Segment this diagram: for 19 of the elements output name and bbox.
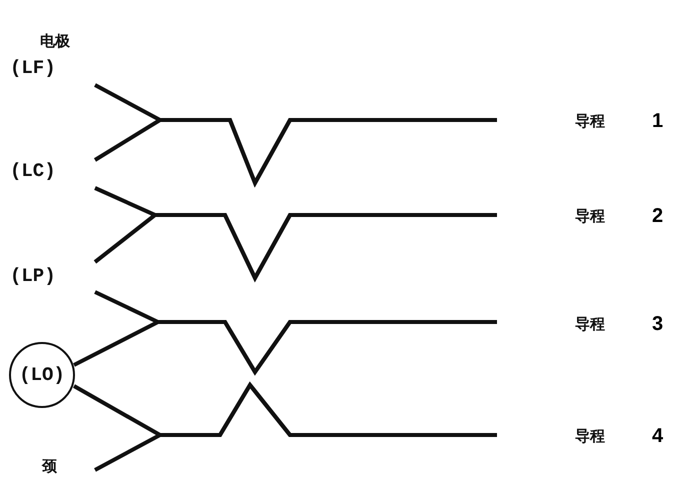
- lead-wire: [73, 320, 497, 376]
- lead-wire: [94, 118, 497, 188]
- lead-number: 3: [652, 313, 664, 336]
- lead-label: 导程: [575, 207, 605, 226]
- lead-label: 导程: [575, 427, 605, 446]
- lead-wire: [94, 213, 497, 282]
- lead-wire: [94, 382, 497, 472]
- electrode-label: (LP): [10, 265, 56, 287]
- lead-number: 1: [652, 110, 664, 133]
- electrode-label: (LC): [10, 160, 56, 182]
- electrode-label: (LF): [10, 57, 56, 79]
- heading-label: 电极: [40, 32, 70, 51]
- electrode-label: 颈: [42, 457, 57, 476]
- lead-label: 导程: [575, 315, 605, 334]
- electrode-circle: [9, 342, 75, 408]
- lead-number: 2: [652, 205, 664, 228]
- lead-label: 导程: [575, 112, 605, 131]
- electrode-label: (LO): [19, 364, 65, 386]
- lead-number: 4: [652, 425, 664, 448]
